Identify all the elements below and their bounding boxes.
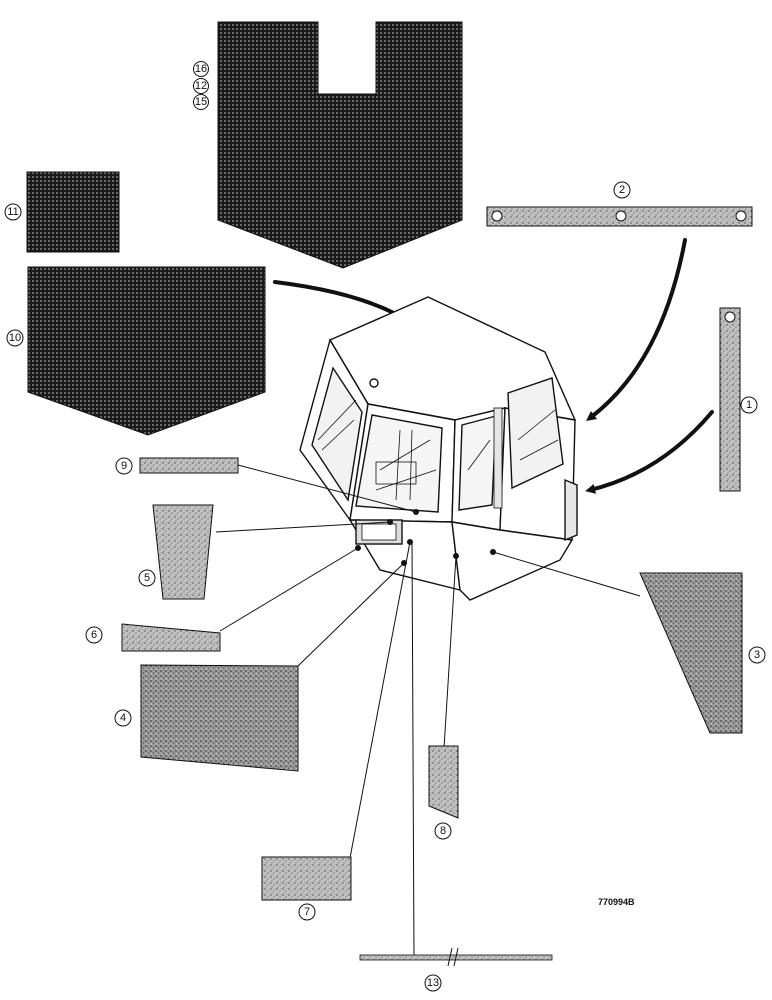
part-3-panel: [639, 572, 743, 734]
svg-text:12: 12: [195, 80, 207, 92]
callout-10: 10: [6, 329, 24, 347]
callout-16: 16: [193, 61, 209, 77]
part-16-12-15-roof-liner: [217, 21, 463, 269]
callout-13: 13: [424, 974, 442, 992]
callouts: 16 12 15 11 10 2 1 9 5 6 4 3 8 7 13: [4, 61, 766, 992]
svg-text:10: 10: [9, 332, 21, 344]
svg-text:6: 6: [91, 629, 97, 641]
svg-text:3: 3: [754, 649, 760, 661]
part-9-strip: [139, 457, 239, 474]
leader-lines: [215, 464, 641, 959]
callout-5: 5: [138, 569, 156, 587]
svg-text:11: 11: [7, 206, 18, 218]
part-13-strip: [359, 947, 553, 967]
svg-text:5: 5: [144, 572, 150, 584]
callout-12: 12: [193, 78, 209, 94]
part-7-panel: [261, 856, 352, 901]
callout-15: 15: [193, 94, 209, 110]
callout-8: 8: [434, 822, 452, 840]
part-4-panel: [140, 664, 299, 772]
svg-text:15: 15: [195, 96, 207, 108]
figure-number: 770994B: [598, 897, 635, 907]
svg-text:9: 9: [121, 460, 127, 472]
part-1-strip: [719, 307, 741, 492]
svg-text:16: 16: [195, 63, 207, 75]
svg-text:13: 13: [427, 977, 439, 989]
part-5-panel: [152, 504, 214, 600]
callout-11: 11: [4, 203, 22, 221]
part-6-panel: [121, 623, 221, 652]
callout-9: 9: [115, 457, 133, 475]
part-8-panel: [428, 745, 459, 819]
callout-3: 3: [748, 646, 766, 664]
svg-text:7: 7: [304, 906, 310, 918]
callout-6: 6: [85, 626, 103, 644]
callout-1: 1: [740, 396, 758, 414]
svg-text:4: 4: [120, 712, 126, 724]
svg-text:2: 2: [619, 184, 625, 196]
svg-text:1: 1: [746, 399, 752, 411]
callout-7: 7: [298, 903, 316, 921]
svg-text:8: 8: [440, 825, 446, 837]
part-2-strip: [486, 206, 753, 227]
part-10-headliner: [27, 266, 266, 436]
callout-2: 2: [613, 181, 631, 199]
callout-4: 4: [114, 709, 132, 727]
part-11-panel: [26, 171, 120, 253]
cab-illustration: [299, 296, 578, 601]
